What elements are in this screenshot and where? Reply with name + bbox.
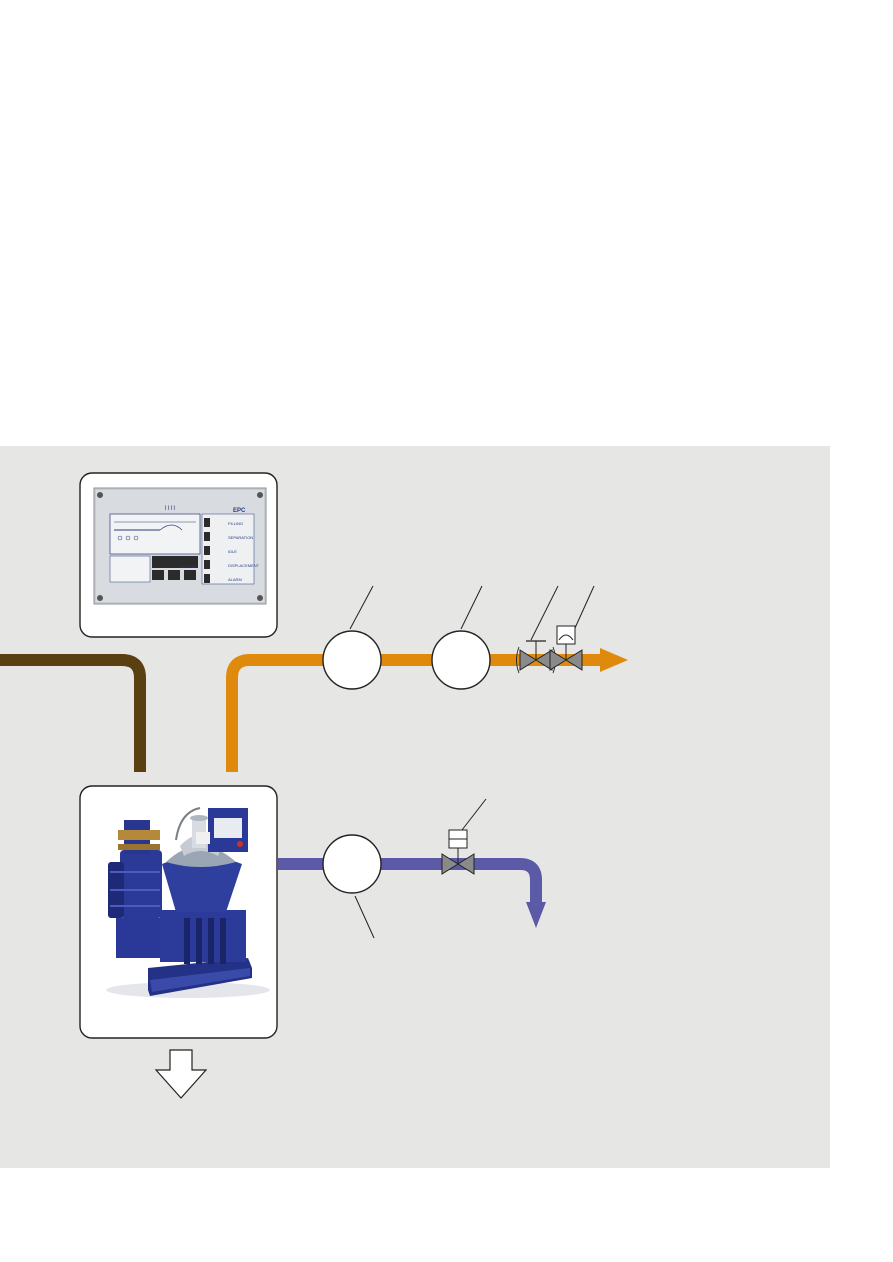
- panel-button-alarm: ALARM: [228, 577, 242, 582]
- arrow-right-icon: [600, 648, 628, 672]
- panel-ack-label: ACK/ENT: [180, 564, 198, 569]
- product-line: [226, 654, 604, 772]
- leader-line-water-valve: [461, 798, 487, 831]
- leader-line-water-instrument: [354, 895, 375, 939]
- centrifugal-separator-icon: [106, 807, 270, 998]
- panel-button-idle: IDLE: [228, 549, 237, 554]
- water-line: [278, 858, 542, 906]
- hollow-down-arrow-icon: [154, 1049, 208, 1099]
- leader-line-valve-2: [574, 585, 595, 629]
- product-instrument-1: [322, 630, 382, 690]
- panel-button-displacement: DISPLACEMENT: [228, 563, 260, 568]
- panel-button-filling: FILLING: [228, 521, 243, 526]
- panel-brand: ⌇⌇⌇⌇: [164, 505, 176, 512]
- water-valve: [441, 829, 475, 875]
- control-panel-icon: ⌇⌇⌇⌇ EPC INFO ACK/ENT FILLING SEPARATION: [93, 487, 267, 605]
- water-instrument: [322, 834, 382, 894]
- arrow-down-icon: [526, 902, 546, 928]
- separator-unit: [79, 785, 278, 1039]
- control-unit: ⌇⌇⌇⌇ EPC INFO ACK/ENT FILLING SEPARATION: [79, 472, 278, 638]
- leader-line-instrument-1: [349, 585, 374, 630]
- diaphragm-valve: [549, 625, 583, 671]
- leader-line-valve-1: [530, 585, 559, 641]
- panel-model: EPC: [233, 508, 246, 514]
- leader-line-instrument-2: [460, 585, 483, 630]
- feed-line: [0, 654, 146, 772]
- panel-button-separation: SEPARATION: [228, 535, 253, 540]
- product-instrument-2: [431, 630, 491, 690]
